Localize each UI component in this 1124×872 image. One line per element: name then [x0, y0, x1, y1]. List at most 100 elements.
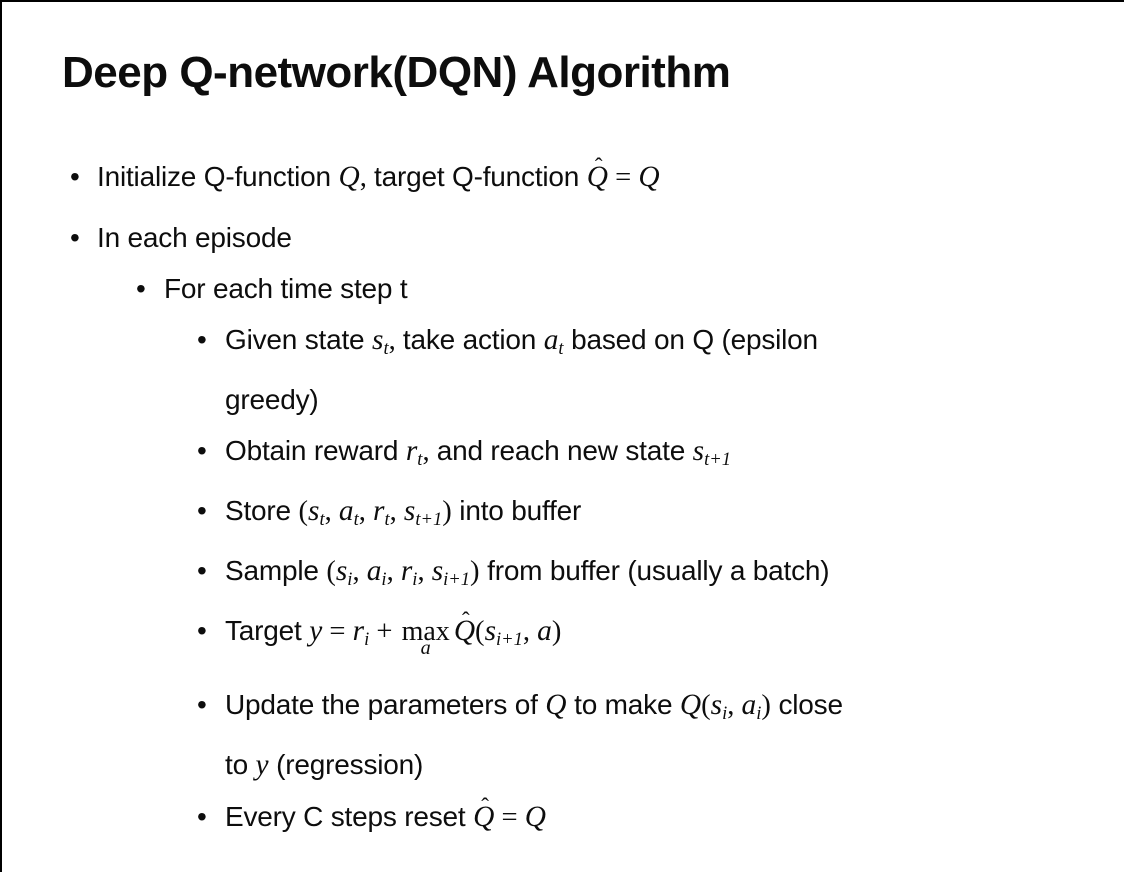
hat-accent-icon: ˆ — [481, 794, 489, 820]
math-var: a — [741, 688, 757, 721]
math-var: r — [400, 554, 413, 587]
hat-accent-icon: ˆ — [461, 608, 470, 634]
bullet-text: In each episode — [97, 212, 1078, 263]
math-subscript: i+1 — [496, 628, 523, 649]
bullet-text: For each time step t — [164, 263, 1078, 314]
math-delim: ) — [761, 689, 771, 721]
bullet-item: •Sample (si, ai, ri, si+1) from buffer (… — [62, 545, 1078, 605]
math-var: s — [403, 494, 416, 527]
text-run: Every C steps reset — [225, 800, 474, 832]
bullet-item: • Obtain reward rt, and reach new state s… — [62, 425, 1078, 485]
text-run: take action — [402, 324, 544, 355]
text-run: For each time step t — [164, 273, 408, 304]
math-delim: , — [359, 162, 375, 193]
bullet-text: Update the parameters of Q to make Q(si,… — [225, 679, 1078, 791]
math-var: s — [484, 614, 497, 647]
math-subscript: i+1 — [443, 568, 471, 589]
math-var: a — [366, 554, 382, 587]
bullet-text: Sample (si, ai, ri, si+1) from buffer (u… — [225, 545, 1078, 605]
text-run: Sample — [225, 554, 327, 586]
math-var: s — [710, 688, 723, 721]
math-var: Q — [638, 161, 660, 193]
math-var: Q — [545, 688, 567, 721]
max-under-var: a — [420, 636, 431, 659]
math-delim: ( — [326, 555, 336, 587]
math-subscript: i — [722, 702, 728, 723]
math-subscript: t — [383, 337, 389, 358]
math-delim: , — [417, 555, 432, 587]
math-var: r — [373, 494, 385, 527]
max-label: max — [401, 615, 450, 647]
math-delim: , — [386, 555, 401, 587]
bullet-item: • Store (st, at, rt, st+1) into buffer — [62, 485, 1078, 545]
bullet-marker-icon: • — [197, 614, 207, 646]
math-delim: ) — [551, 615, 562, 647]
text-run: Initialize Q-function — [97, 161, 339, 192]
math-var: r — [405, 434, 418, 467]
bullet-marker-icon: • — [136, 273, 146, 304]
math-var: Q — [453, 614, 476, 647]
text-run: Obtain reward — [225, 434, 406, 466]
math-var: y — [255, 748, 269, 781]
bullet-item: • In each episode — [62, 212, 1078, 263]
math-subscript: t — [417, 448, 423, 469]
math-var: Q — [679, 688, 702, 721]
text-run: target Q-function — [374, 161, 587, 192]
math-subscript: t+1 — [704, 448, 731, 469]
math-delim: , — [358, 495, 374, 527]
bullet-marker-icon: • — [197, 800, 207, 832]
bullet-list: • Initialize Q-function Q, target Q-funct… — [62, 151, 1078, 843]
text-run: Store — [225, 494, 299, 526]
math-var: s — [692, 434, 705, 467]
hat-accent-icon: ˆ — [594, 154, 603, 180]
math-var: s — [335, 554, 348, 587]
math-var: Q — [473, 800, 495, 833]
bullet-marker-icon: • — [197, 688, 207, 720]
math-delim: , — [324, 495, 339, 527]
math-delim: , — [522, 615, 538, 647]
math-subscript: i — [756, 702, 762, 723]
bullet-item: • Initialize Q-function Q, target Q-funct… — [62, 151, 1078, 203]
text-run: to — [225, 748, 256, 780]
math-delim: + — [369, 615, 400, 647]
math-subscript: t — [353, 508, 359, 529]
math-subscript: t+1 — [415, 508, 443, 529]
bullet-text: Initialize Q-function Q, target Q-functi… — [97, 151, 1078, 203]
bullet-item: • Given state st, take action at based on… — [62, 314, 1078, 425]
math-subscript: t — [319, 508, 325, 529]
text-run: Target — [225, 614, 310, 646]
math-delim: ) — [470, 555, 480, 587]
math-subscript: t — [558, 337, 564, 358]
math-var: s — [308, 494, 320, 527]
bullet-marker-icon: • — [197, 434, 207, 466]
math-delim: , — [388, 325, 403, 356]
math-var: r — [352, 614, 365, 647]
bullet-marker-icon: • — [197, 494, 207, 526]
math-delim: = — [322, 615, 353, 647]
math-var: a — [543, 324, 559, 356]
bullet-item: • Update the parameters of Q to make Q(si… — [62, 679, 1078, 791]
math-delim: = — [607, 162, 639, 193]
math-var: a — [338, 494, 354, 527]
math-delim: = — [494, 801, 525, 833]
math-subscript: i — [364, 628, 370, 649]
math-var: Q — [524, 800, 546, 833]
bullet-marker-icon: • — [70, 161, 80, 192]
math-delim: , — [389, 495, 404, 527]
math-var: y — [309, 614, 323, 647]
math-delim: ( — [298, 495, 309, 527]
text-run: and reach new state — [436, 434, 693, 466]
bullet-marker-icon: • — [70, 222, 80, 253]
bullet-text: Store (st, at, rt, st+1) into buffer — [225, 485, 1078, 545]
math-var: Q — [586, 161, 608, 193]
bullet-text: Given state st, take action at based on … — [225, 314, 1078, 425]
math-delim: , — [422, 435, 437, 467]
bullet-marker-icon: • — [197, 324, 207, 355]
